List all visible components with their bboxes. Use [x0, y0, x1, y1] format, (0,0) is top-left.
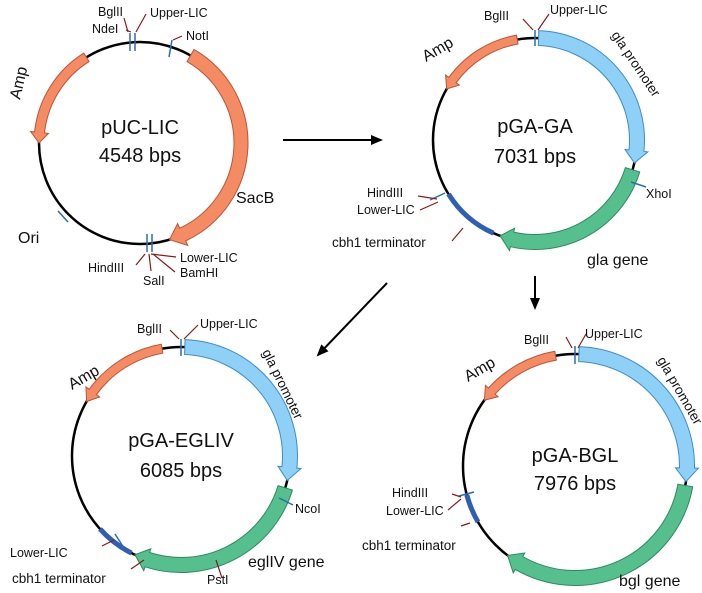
puc-amp-arrow — [29, 52, 90, 144]
ga-size: 7031 bps — [494, 146, 576, 168]
bgl-terminator-segment — [464, 494, 481, 524]
bgl-amp-label: Amp — [462, 354, 499, 385]
bgl-terminator-label: cbh1 terminator — [362, 538, 456, 553]
bgl-upper-lic-label: Upper-LIC — [585, 327, 643, 341]
ga-leaders — [417, 13, 550, 242]
ga-gene-arrow — [499, 167, 641, 252]
egliv-psti-label: PstI — [207, 573, 229, 587]
puc-ndei-label: NdeI — [92, 22, 118, 36]
puc-site-tick — [57, 210, 69, 223]
puc-size: 4548 bps — [99, 145, 181, 167]
egliv-amp-arrow — [85, 343, 164, 403]
plasmid-pga-bgl: BglII Upper-LIC HindIII Lower-LIC cbh1 t… — [362, 327, 702, 590]
bgl-size: 7976 bps — [534, 473, 616, 495]
ga-hindiii-label: HindIII — [367, 186, 403, 200]
bgl-site-tick — [458, 491, 475, 497]
egliv-site-tick — [114, 533, 125, 549]
puc-ori-label: Ori — [18, 230, 39, 247]
bgl-promoter-arrow — [578, 346, 700, 483]
ga-upper-lic-label: Upper-LIC — [550, 3, 608, 17]
puc-name: pUC-LIC — [101, 117, 179, 139]
puc-amp-label: Amp — [7, 65, 31, 101]
egliv-lower-lic-label: Lower-LIC — [10, 546, 68, 560]
egliv-gene-label: eglIV gene — [248, 554, 325, 571]
puc-hindiii-label: HindIII — [88, 261, 124, 275]
egliv-bglii-label: BglII — [137, 322, 162, 336]
puc-site-tick — [168, 39, 173, 58]
egliv-promoter-arrow — [184, 339, 303, 482]
puc-bglii-label: BglII — [98, 5, 123, 19]
egliv-terminator-segment — [98, 527, 133, 556]
ga-terminator-label: cbh1 terminator — [332, 235, 426, 250]
bgl-lower-lic-label: Lower-LIC — [386, 504, 444, 518]
puc-sali-label: SalI — [143, 274, 165, 288]
ga-site-tick — [429, 192, 446, 201]
puc-upper-lic-label: Upper-LIC — [150, 6, 208, 20]
ga-name: pGA-GA — [497, 116, 573, 138]
plasmid-puc-lic: BglII NdeI Upper-LIC NotI HindIII SalI L… — [7, 5, 274, 288]
bgl-gene-arrow — [506, 483, 694, 586]
plasmid-pga-egliv: BglII Upper-LIC NcoI PstI Lower-LIC cbh1… — [10, 317, 325, 587]
egliv-leaders — [101, 324, 223, 579]
ga-amp-arrow — [445, 34, 519, 90]
ga-lower-lic-label: Lower-LIC — [357, 203, 415, 217]
bgl-hindiii-label: HindIII — [392, 486, 428, 500]
egliv-gene-arrow — [134, 485, 294, 573]
plasmid-pga-ga: BglII Upper-LIC XhoI HindIII Lower-LIC c… — [332, 3, 672, 269]
puc-noti-label: NotI — [186, 29, 209, 43]
bgl-gene-label: bgl gene — [619, 573, 680, 590]
ga-amp-label: Amp — [420, 34, 457, 65]
ga-gene-label: gla gene — [587, 252, 648, 269]
egliv-name: pGA-EGLIV — [128, 430, 234, 452]
puc-sacb-label: SacB — [236, 190, 274, 207]
egliv-ncoi-label: NcoI — [295, 502, 321, 516]
egliv-site-tick — [278, 497, 294, 506]
ga-bglii-label: BglII — [484, 9, 509, 23]
puc-leaders — [123, 13, 183, 273]
egliv-upper-lic-label: Upper-LIC — [200, 317, 258, 331]
puc-lower-lic-label: Lower-LIC — [180, 251, 238, 265]
ga-promoter-arrow — [537, 30, 650, 164]
egliv-size: 6085 bps — [140, 460, 222, 482]
bgl-leaders — [447, 333, 587, 527]
ga-xhoi-label: XhoI — [646, 187, 672, 201]
arrow-ga-to-egliv — [316, 282, 388, 357]
bgl-name: pGA-BGL — [532, 445, 619, 467]
bgl-bglii-label: BglII — [524, 333, 549, 347]
puc-bamhi-label: BamHI — [180, 266, 218, 280]
ga-site-tick — [630, 181, 647, 188]
egliv-terminator-label: cbh1 terminator — [12, 571, 106, 586]
bgl-amp-arrow — [483, 350, 557, 401]
ga-terminator-segment — [446, 192, 495, 236]
puc-sacb-arrow — [168, 48, 249, 247]
